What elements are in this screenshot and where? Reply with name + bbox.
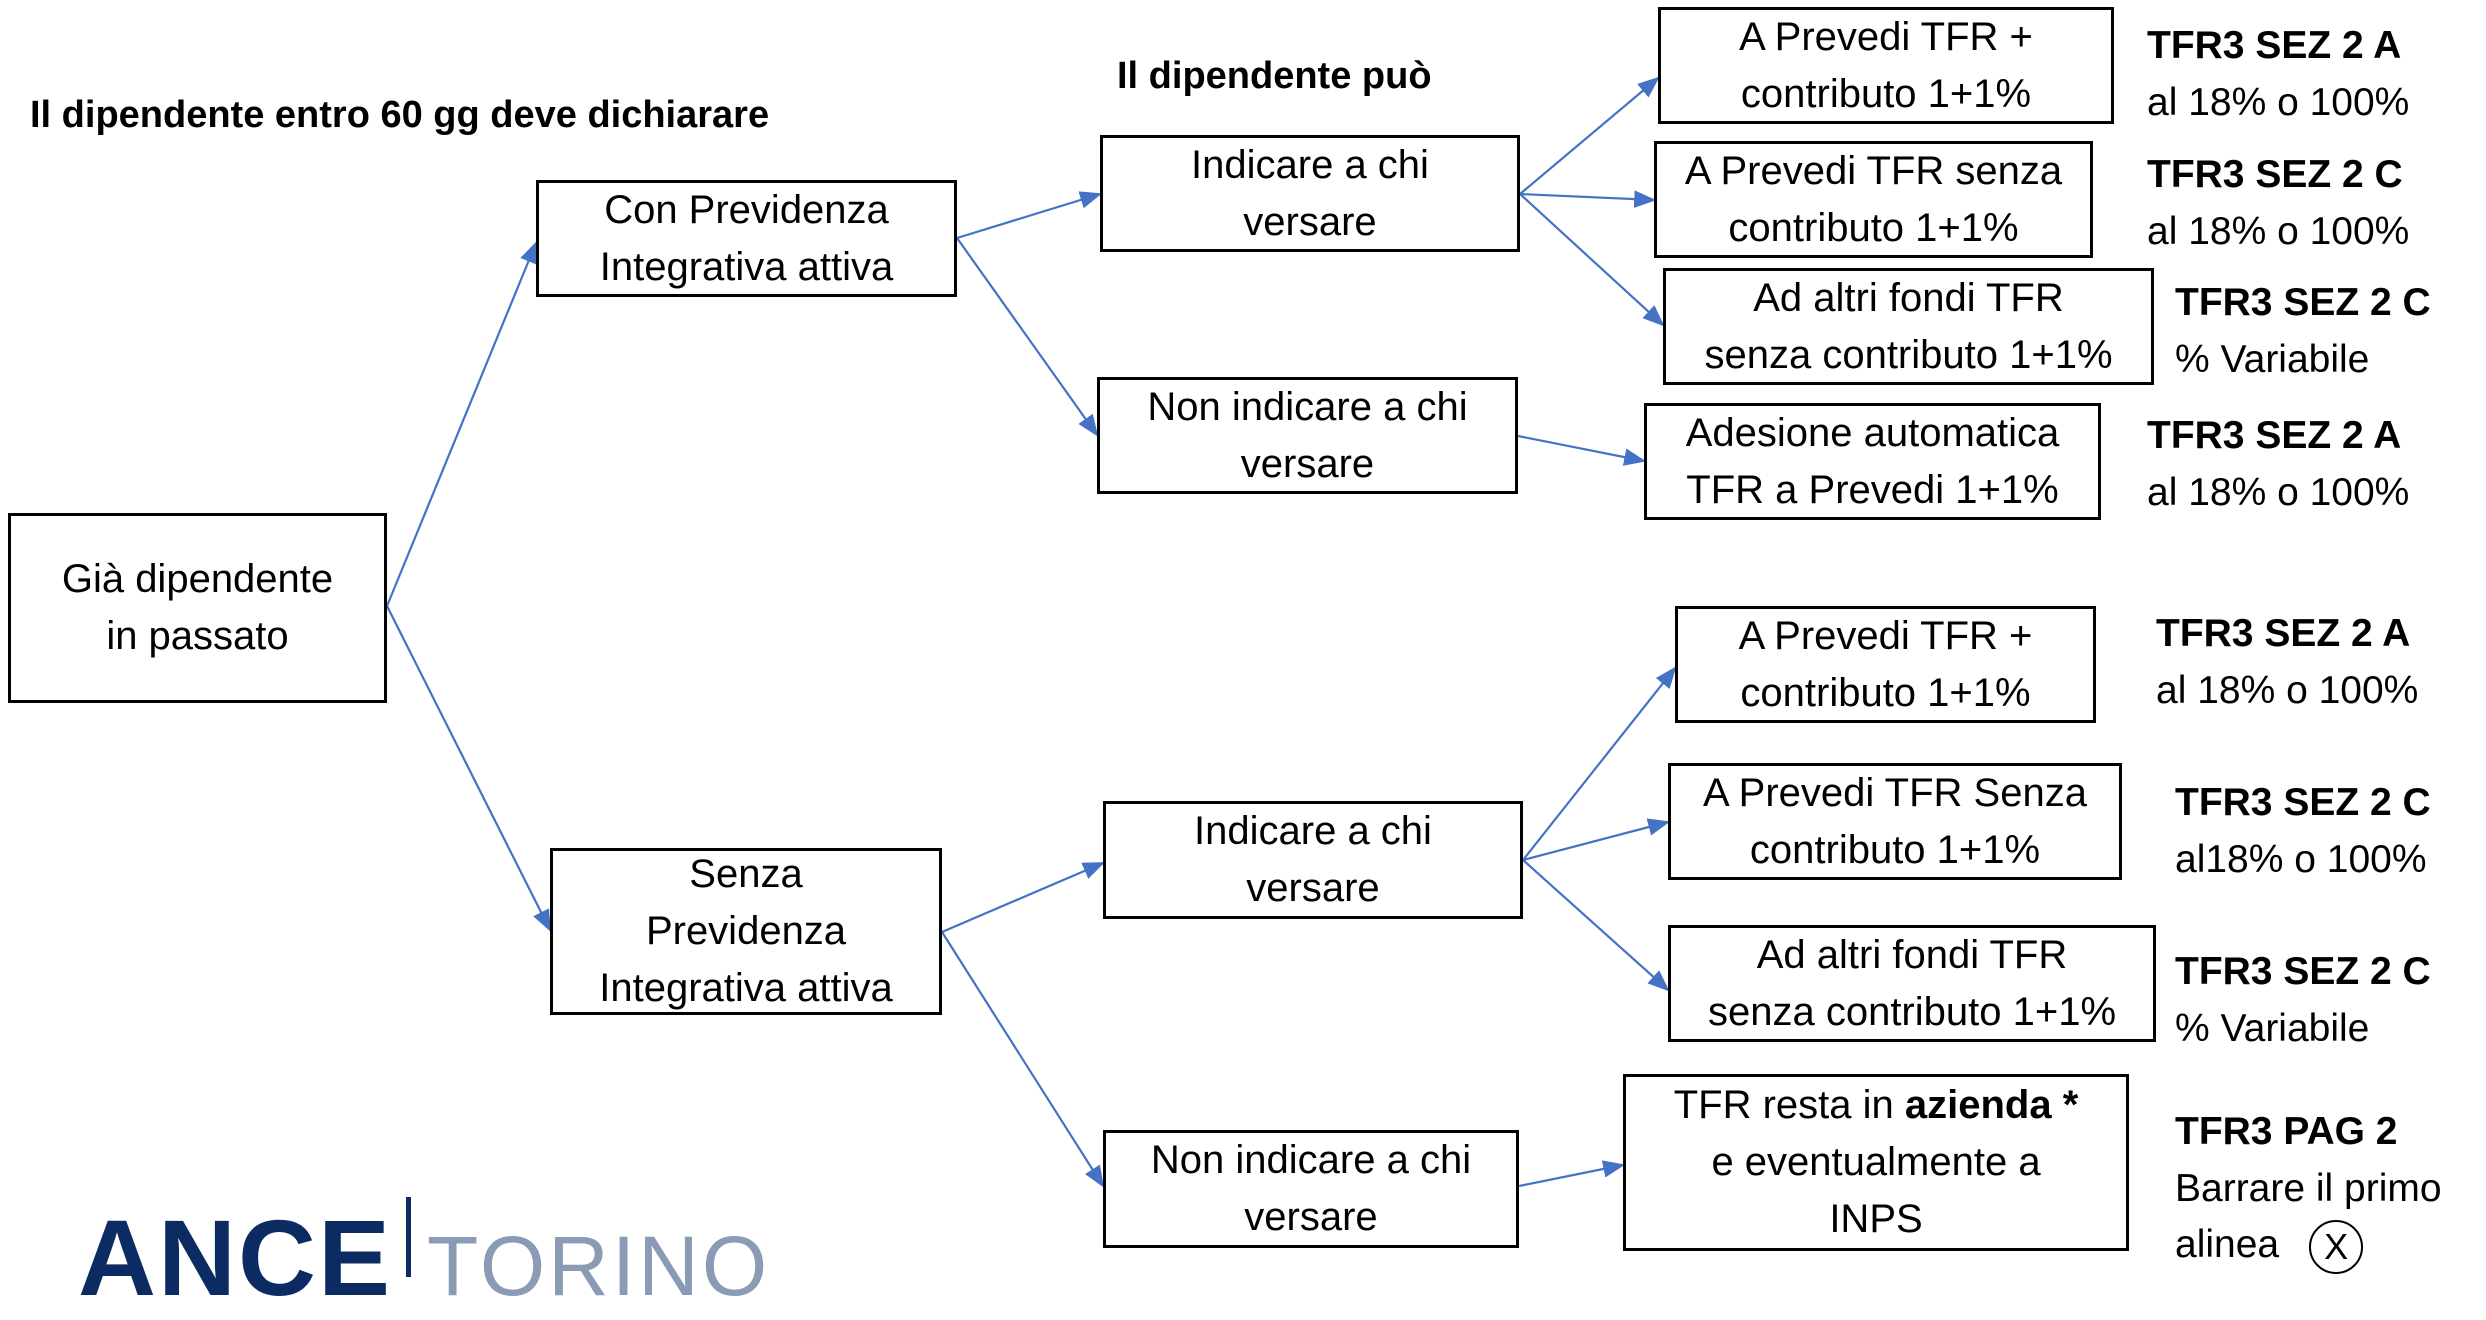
label-senza-b: TFR3 SEZ 2 C al18% o 100% [2175,775,2431,888]
con-outcome-a-line-2: contributo 1+1% [1740,71,2032,116]
con-indicare-box: Indicare a chi versare [1100,135,1520,252]
senza-outcome-a-line-2: contributo 1+1% [1740,670,2031,715]
label-senza-c: TFR3 SEZ 2 C % Variabile [2175,944,2431,1057]
circled-x-mark: X [2309,1219,2364,1274]
arrow-indicare-to-senza-a [1522,666,1677,861]
arrow-indicare-to-con-c [1519,193,1665,327]
senza-indicare-line-1: Indicare a chi [1194,809,1432,854]
con-outcome-c-line-1: Ad altri fondi TFR [1753,275,2064,320]
label-senza-a-title: TFR3 SEZ 2 A [2156,612,2411,655]
arrow-con-to-non-indicare [956,237,1099,437]
label-con-a-note: al 18% o 100% [2147,80,2410,124]
arrow-senza-to-non-indicare [941,931,1105,1188]
con-indicare-line-2: versare [1243,199,1377,244]
left-heading: Il dipendente entro 60 gg deve dichiarar… [30,94,770,136]
con-non-indicare-line-2: versare [1240,441,1375,486]
senza-outcome-c-line-1: Ad altri fondi TFR [1756,932,2068,977]
senza-non-indicare-line-2: versare [1244,1195,1378,1239]
label-con-a-title: TFR3 SEZ 2 A [2147,24,2402,67]
logo-divider [406,1197,412,1277]
label-senza-d-note-2: alinea [2175,1223,2280,1267]
label-con-b-title: TFR3 SEZ 2 C [2147,153,2403,196]
arrow-indicare-to-senza-c [1522,859,1670,992]
senza-line-3: Integrativa attiva [599,965,893,1010]
arrow-root-to-senza [386,605,551,932]
con-outcome-c-line-2: senza contributo 1+1% [1704,332,2113,377]
label-senza-a: TFR3 SEZ 2 A al 18% o 100% [2156,606,2418,719]
label-con-c-note: % Variabile [2175,337,2370,381]
root-line-1: Già dipendente [61,557,334,602]
senza-non-indicare-box: Non indicare a chi versare [1103,1130,1519,1248]
senza-outcome-b-line-1: A Prevedi TFR Senza [1703,770,2087,815]
label-con-c-title: TFR3 SEZ 2 C [2175,281,2431,324]
con-indicare-line-1: Indicare a chi [1191,142,1429,187]
label-senza-c-title: TFR3 SEZ 2 C [2175,950,2431,993]
con-outcome-a-box: A Prevedi TFR + contributo 1+1% [1658,7,2114,124]
senza-previdenza-box: Senza Previdenza Integrativa attiva [550,848,942,1015]
senza-line-1: Senza [689,852,803,897]
arrow-senza-to-indicare [941,861,1106,934]
con-line-1: Con Previdenza [604,187,889,232]
senza-non-indicare-line-1: Non indicare a chi [1150,1138,1472,1183]
senza-indicare-box: Indicare a chi versare [1103,801,1523,919]
senza-line-2: Previdenza [645,909,847,954]
label-senza-d-note-1: Barrare il primo [2175,1166,2442,1210]
senza-indicare-line-2: versare [1246,866,1380,910]
label-senza-b-note: al18% o 100% [2175,837,2427,881]
label-senza-a-note: al 18% o 100% [2156,668,2419,712]
senza-outcome-d-line-1: TFR resta in azienda * [1674,1077,2079,1134]
senza-outcome-d-box: TFR resta in azienda * e eventualmente a… [1623,1074,2129,1251]
label-senza-b-title: TFR3 SEZ 2 C [2175,781,2431,824]
senza-outcome-d-prefix: TFR resta in [1673,1083,1905,1128]
root-box: Già dipendente in passato [8,513,387,703]
con-outcome-b-line-2: contributo 1+1% [1728,205,2019,250]
senza-outcome-d-bold: azienda * [1904,1083,2079,1128]
arrow-non-indicare-to-con-d [1517,434,1647,466]
con-non-indicare-line-1: Non indicare a chi [1147,384,1468,429]
arrow-non-indicare-to-senza-d [1518,1160,1626,1188]
arrow-indicare-to-con-a [1519,76,1660,195]
senza-outcome-a-line-1: A Prevedi TFR + [1738,613,2033,658]
con-line-2: Integrativa attiva [599,244,894,289]
arrow-root-to-con [385,240,538,607]
middle-heading: Il dipendente può [1117,55,1432,97]
arrow-con-to-indicare [956,191,1103,240]
senza-outcome-c-box: Ad altri fondi TFR senza contributo 1+1% [1668,925,2156,1042]
label-senza-d: TFR3 PAG 2 Barrare il primo alinea X [2175,1104,2442,1274]
senza-outcome-b-box: A Prevedi TFR Senza contributo 1+1% [1668,763,2122,880]
label-con-a: TFR3 SEZ 2 A al 18% o 100% [2147,18,2409,131]
con-outcome-a-line-1: A Prevedi TFR + [1739,14,2033,59]
arrow-indicare-to-senza-b [1522,818,1671,862]
label-con-c: TFR3 SEZ 2 C % Variabile [2175,275,2431,388]
label-con-d-note: al 18% o 100% [2147,470,2410,514]
senza-outcome-d-line-2: e eventualmente a [1711,1140,2041,1185]
arrow-indicare-to-con-b [1519,190,1657,208]
label-con-d: TFR3 SEZ 2 A al 18% o 100% [2147,408,2409,521]
senza-outcome-a-box: A Prevedi TFR + contributo 1+1% [1675,606,2096,723]
label-con-b-note: al 18% o 100% [2147,209,2410,253]
ance-torino-logo: ANCE TORINO [78,1195,770,1320]
con-outcome-c-box: Ad altri fondi TFR senza contributo 1+1% [1663,268,2154,385]
con-non-indicare-box: Non indicare a chi versare [1097,377,1518,494]
senza-outcome-d-line-3: INPS [1829,1196,1923,1241]
con-outcome-d-line-1: Adesione automatica [1685,410,2060,455]
label-senza-d-title: TFR3 PAG 2 [2175,1110,2398,1153]
con-previdenza-box: Con Previdenza Integrativa attiva [536,180,957,297]
connector-arrows [385,76,1677,1188]
root-line-2: in passato [106,614,289,658]
logo-city: TORINO [427,1219,771,1313]
con-outcome-b-line-1: A Prevedi TFR senza [1684,148,2063,193]
label-con-d-title: TFR3 SEZ 2 A [2147,414,2402,457]
label-con-b: TFR3 SEZ 2 C al 18% o 100% [2147,147,2409,260]
logo-brand: ANCE [78,1197,393,1318]
con-outcome-b-box: A Prevedi TFR senza contributo 1+1% [1654,141,2093,258]
senza-outcome-c-line-2: senza contributo 1+1% [1707,989,2117,1034]
senza-outcome-b-line-2: contributo 1+1% [1749,827,2041,872]
con-outcome-d-line-2: TFR a Prevedi 1+1% [1686,467,2059,512]
label-senza-c-note: % Variabile [2175,1006,2370,1050]
